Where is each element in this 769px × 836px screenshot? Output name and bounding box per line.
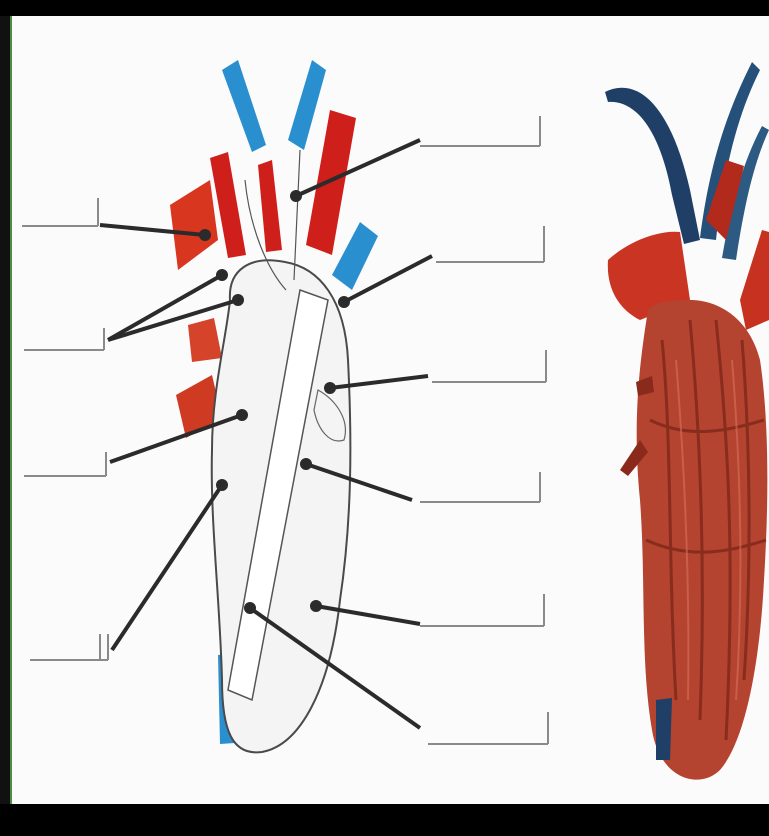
leader-dot: [326, 384, 334, 392]
artery-red-right-top: [306, 110, 356, 255]
leader-dot: [246, 604, 254, 612]
right-label-blanks: [420, 116, 548, 744]
left-label-blanks: [22, 198, 108, 660]
leader-line: [108, 300, 238, 340]
vein-blue-left-top: [222, 60, 266, 152]
artery-red-left-stem: [210, 152, 246, 258]
dark-vessel-left: [605, 88, 700, 244]
vein-blue-mid-top: [288, 60, 326, 150]
leader-dot: [302, 460, 310, 468]
dark-vessel-bottom: [656, 698, 672, 760]
leader-line: [296, 140, 420, 196]
vein-blue-right-branch: [332, 222, 378, 290]
artery-red-arch: [258, 160, 282, 252]
heart-outline-diagram: [22, 60, 548, 752]
leader-dot: [340, 298, 348, 306]
artery-red-left-lobe: [188, 318, 222, 362]
leader-dot: [238, 411, 246, 419]
red-vessel-far-right: [740, 230, 769, 330]
leader-line: [112, 485, 222, 650]
leader-dot: [201, 231, 209, 239]
leader-dot: [312, 602, 320, 610]
leader-dot: [292, 192, 300, 200]
thin-vessel-right: [294, 150, 300, 280]
leader-dot: [234, 296, 242, 304]
artery-red-left-block: [170, 180, 218, 270]
leader-dot: [218, 481, 226, 489]
leader-dot: [218, 271, 226, 279]
heart-muscle-illustration: [605, 62, 769, 780]
